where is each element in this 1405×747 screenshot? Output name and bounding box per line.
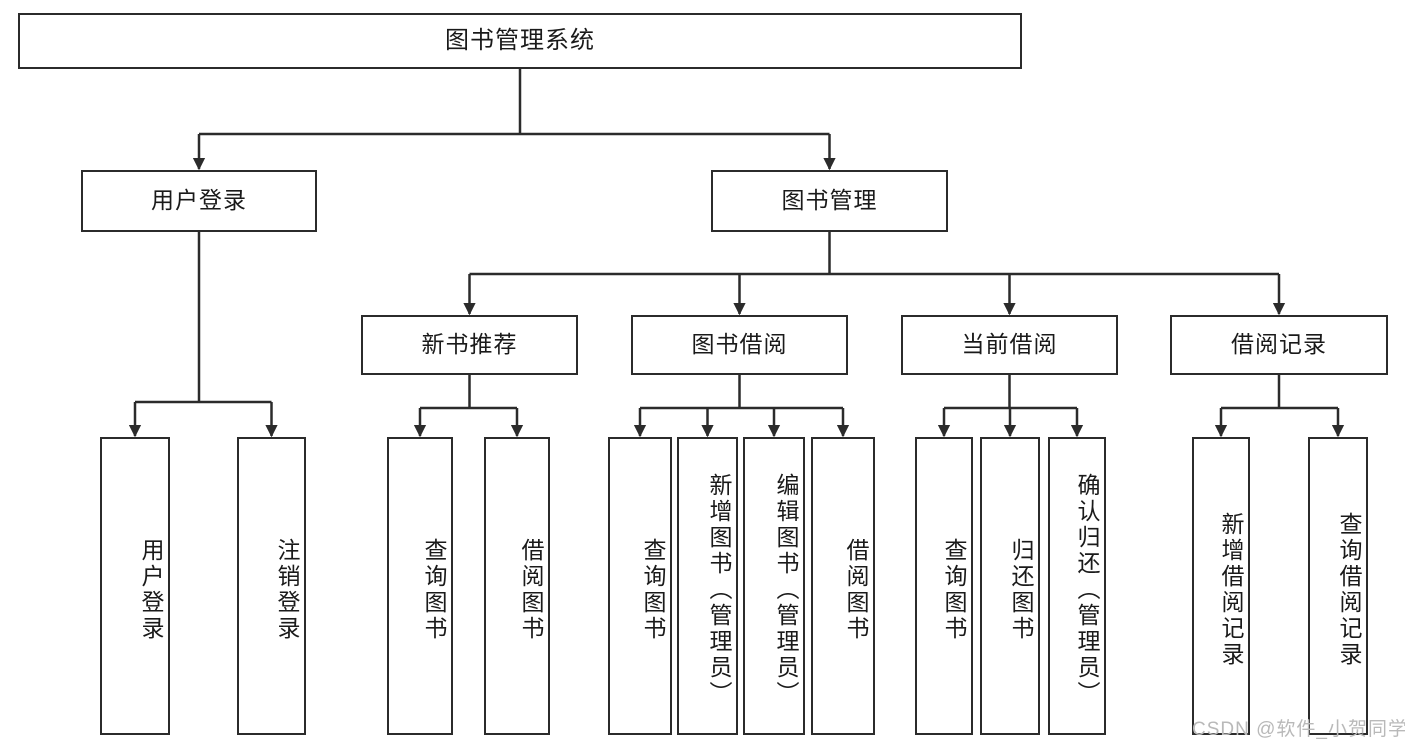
node-current-borrow-label: 当前借阅	[961, 331, 1058, 358]
node-book-manage-label: 图书管理	[781, 187, 878, 214]
node-new-book-rec-label: 新书推荐	[421, 331, 518, 358]
node-leaf-query-book-rec-label: 查询图书	[421, 538, 447, 642]
node-leaf-query-book-current[interactable]: 查询图书	[915, 437, 973, 735]
node-leaf-query-book-borrow[interactable]: 查询图书	[608, 437, 672, 735]
node-new-book-rec[interactable]: 新书推荐	[361, 315, 578, 375]
node-leaf-logout-label: 注销登录	[274, 538, 300, 642]
node-leaf-borrow-book-label: 借阅图书	[843, 538, 869, 642]
node-leaf-borrow-book-rec-label: 借阅图书	[518, 538, 544, 642]
node-leaf-borrow-book[interactable]: 借阅图书	[811, 437, 875, 735]
node-borrow-record[interactable]: 借阅记录	[1170, 315, 1388, 375]
node-leaf-add-borrow-record[interactable]: 新增借阅记录	[1192, 437, 1250, 735]
node-leaf-confirm-return-admin-label: 确认归还（管理员）	[1074, 473, 1100, 707]
node-leaf-query-book-rec[interactable]: 查询图书	[387, 437, 453, 735]
node-leaf-borrow-book-rec[interactable]: 借阅图书	[484, 437, 550, 735]
node-user-login-label: 用户登录	[151, 187, 247, 214]
node-leaf-add-book-admin[interactable]: 新增图书（管理员）	[677, 437, 738, 735]
node-book-borrow[interactable]: 图书借阅	[631, 315, 848, 375]
node-current-borrow[interactable]: 当前借阅	[901, 315, 1118, 375]
node-root-label: 图书管理系统	[445, 26, 595, 54]
connector-edges	[128, 69, 1345, 438]
node-leaf-add-book-admin-label: 新增图书（管理员）	[706, 473, 732, 707]
node-book-borrow-label: 图书借阅	[691, 331, 788, 358]
node-user-login[interactable]: 用户登录	[81, 170, 317, 232]
node-leaf-query-borrow-record[interactable]: 查询借阅记录	[1308, 437, 1368, 735]
node-leaf-query-book-borrow-label: 查询图书	[640, 538, 666, 642]
node-root[interactable]: 图书管理系统	[18, 13, 1022, 69]
node-leaf-confirm-return-admin[interactable]: 确认归还（管理员）	[1048, 437, 1106, 735]
node-borrow-record-label: 借阅记录	[1231, 331, 1327, 358]
node-leaf-edit-book-admin-label: 编辑图书（管理员）	[773, 473, 799, 707]
node-leaf-add-borrow-record-label: 新增借阅记录	[1218, 512, 1244, 668]
node-leaf-return-book-label: 归还图书	[1008, 538, 1034, 642]
node-leaf-user-login-label: 用户登录	[138, 538, 164, 642]
node-leaf-query-book-current-label: 查询图书	[941, 538, 967, 642]
node-book-manage[interactable]: 图书管理	[711, 170, 948, 232]
node-leaf-edit-book-admin[interactable]: 编辑图书（管理员）	[743, 437, 805, 735]
node-leaf-user-login[interactable]: 用户登录	[100, 437, 170, 735]
node-leaf-return-book[interactable]: 归还图书	[980, 437, 1040, 735]
node-leaf-query-borrow-record-label: 查询借阅记录	[1336, 512, 1362, 668]
watermark: CSDN @软件_小贺同学	[1192, 719, 1405, 740]
node-leaf-logout[interactable]: 注销登录	[237, 437, 306, 735]
